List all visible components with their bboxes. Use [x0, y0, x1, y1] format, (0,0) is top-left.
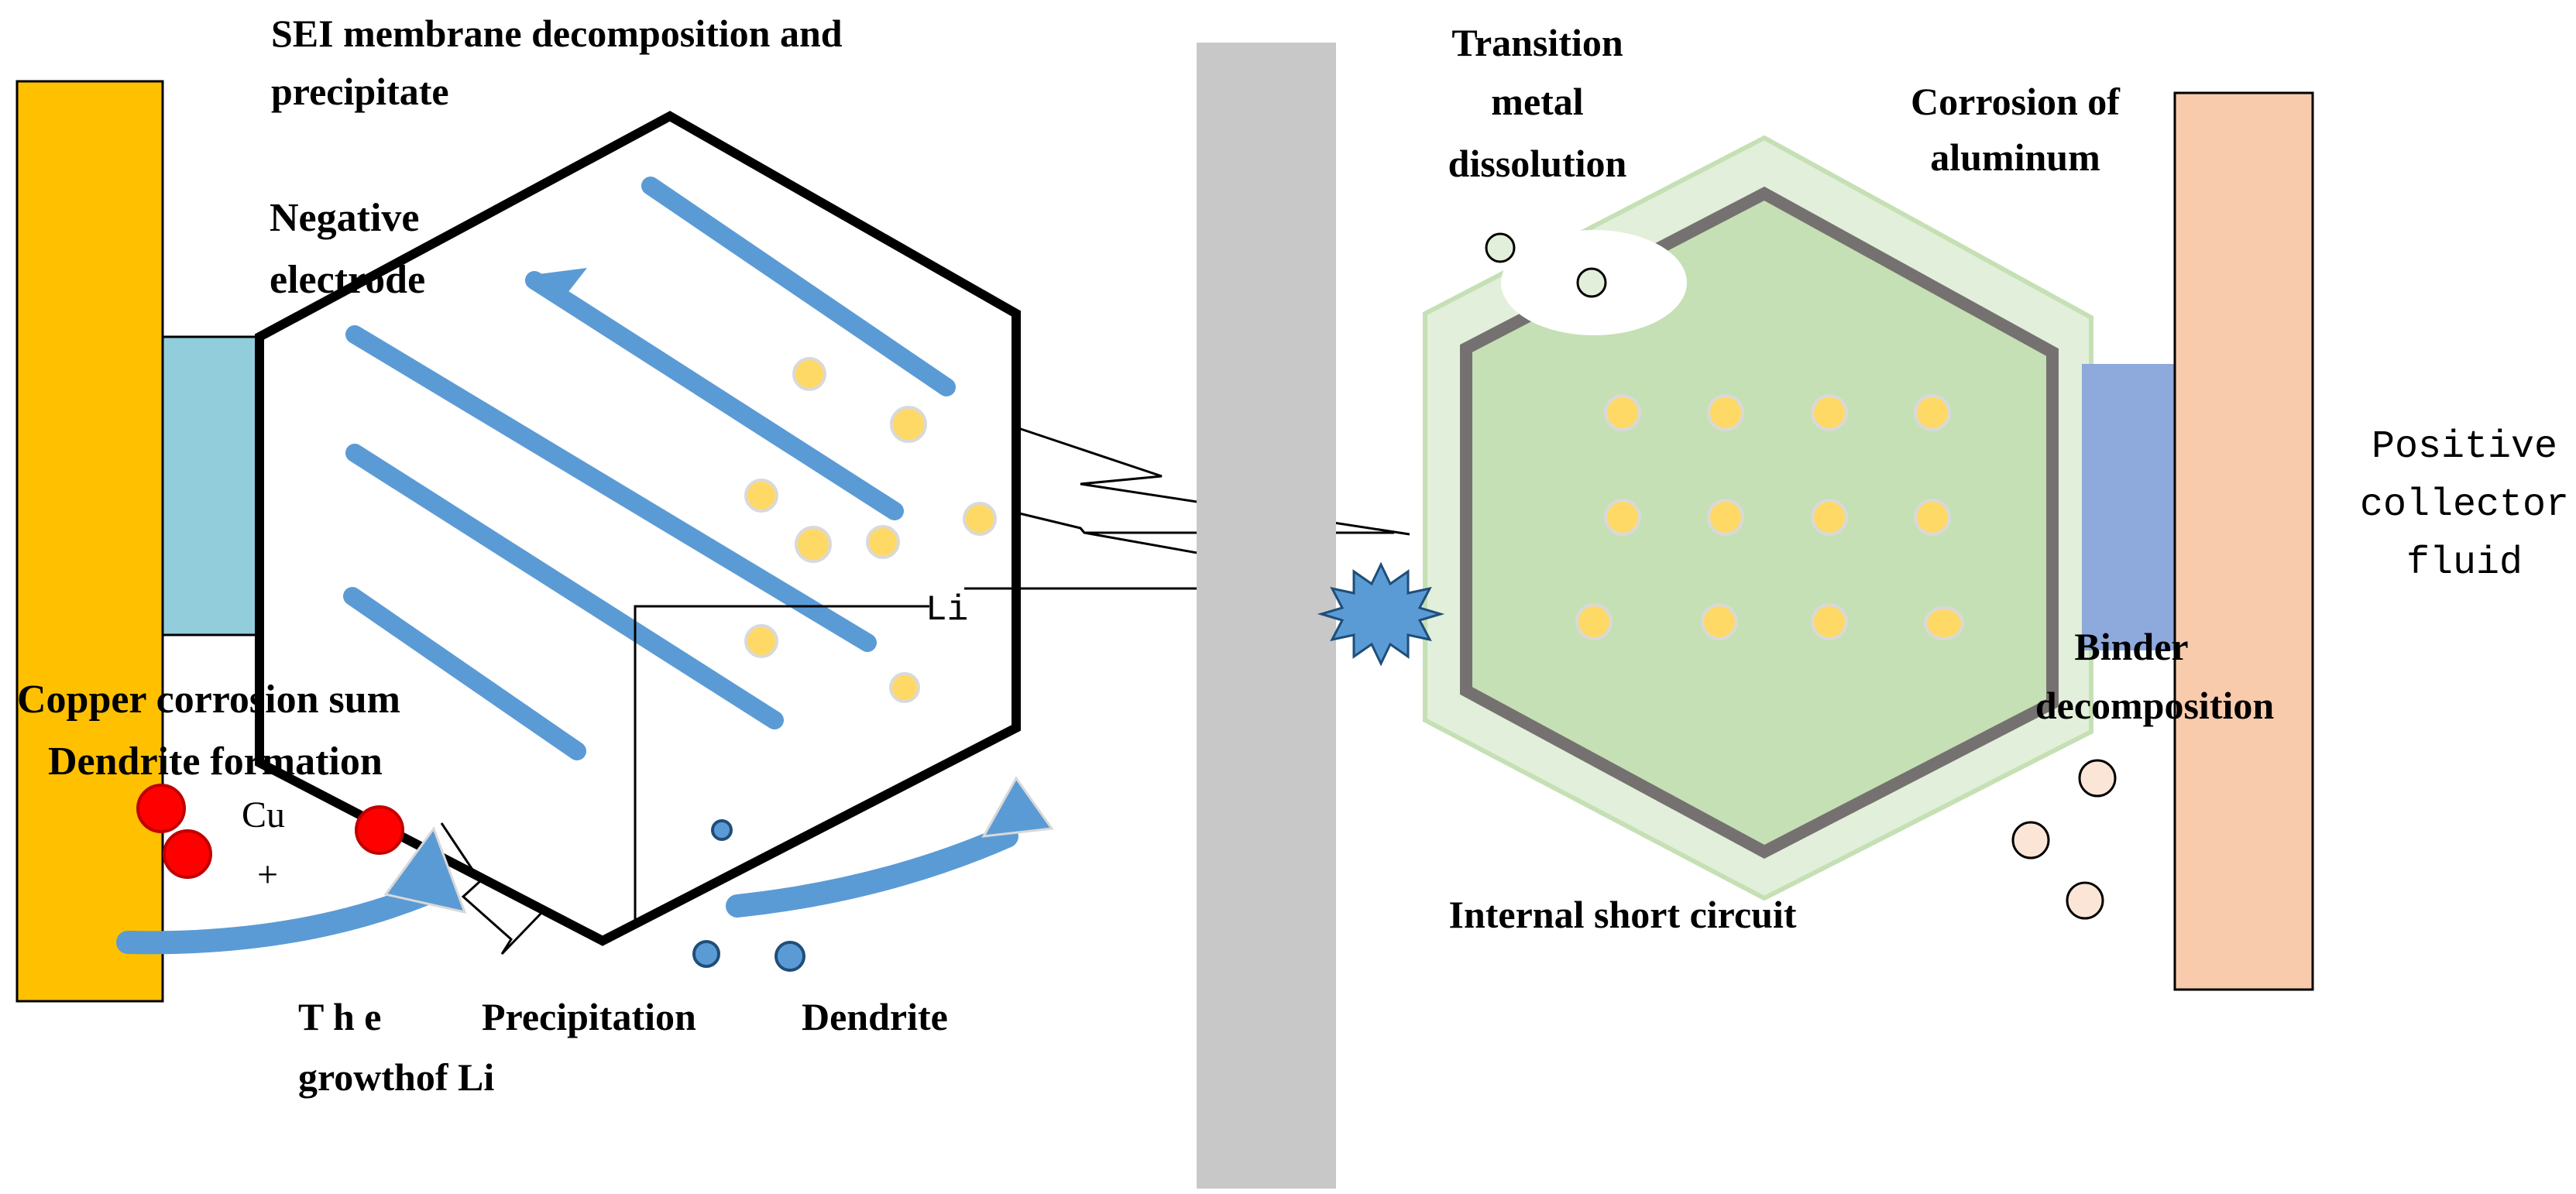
lithium-ion [1604, 394, 1641, 431]
binder-particles [2011, 759, 2117, 920]
lithium-ion [1707, 394, 1744, 431]
graphite-layer-tip [527, 268, 587, 304]
blue-ion [775, 941, 805, 972]
graphite-layer [345, 444, 784, 729]
dendrite-formation-label: Dendrite formation [48, 739, 383, 784]
copper-corrosion-label: Copper corrosion sum [17, 678, 400, 722]
graphite-layer [641, 177, 956, 396]
lithium-ions-anode [744, 357, 997, 703]
copper-ion [136, 784, 186, 833]
lithium-ion [1924, 606, 1964, 640]
positive-collector-label-line2: collector [2360, 483, 2569, 527]
lithium-ion [963, 502, 997, 536]
copper-collector [15, 80, 164, 1003]
lithium-ion [1914, 499, 1951, 536]
graphite-layer [343, 587, 586, 760]
copper-ions [136, 784, 404, 879]
graphite-layer [525, 271, 904, 520]
metal-ion [1576, 267, 1607, 298]
internal-short-label: Internal short circuit [1448, 893, 1796, 936]
lithium-ion [889, 672, 920, 703]
lithium-ions-cathode [1575, 394, 1964, 640]
dendrite-label: Dendrite [802, 995, 948, 1038]
lithium-ion [1811, 603, 1848, 640]
lithium-ion [1811, 499, 1848, 536]
growth-arrow-left [116, 825, 467, 955]
sei-label-line1: SEI membrane decomposition and [271, 12, 843, 55]
lithium-ion [792, 357, 826, 391]
transition-label-line1: Transition [1451, 21, 1623, 64]
positive-collector-label-line1: Positive [2372, 425, 2557, 469]
binder-label-line2: decomposition [2035, 684, 2275, 727]
lithium-ion [1707, 499, 1744, 536]
corrosion-al-label-line1: Corrosion of [1911, 80, 2121, 123]
curved-arrow-icon [981, 776, 1054, 838]
graphite-layers [343, 177, 956, 760]
negative-electrode-label-line2: electrode [270, 258, 425, 302]
transition-label-line3: dissolution [1448, 142, 1627, 185]
metal-ion [1485, 232, 1516, 263]
binder-label-line1: Binder [2074, 625, 2188, 668]
binder-particle [2078, 759, 2117, 798]
blue-ions [692, 819, 805, 972]
lithium-ion [866, 525, 900, 559]
cu-plus-label: + [257, 854, 278, 895]
lithium-ion [795, 526, 832, 563]
precipitation-label: Precipitation [482, 995, 696, 1038]
binder-particle [2066, 881, 2104, 920]
separator [1197, 43, 1336, 1189]
lithium-ion [1575, 603, 1613, 640]
cu-label: Cu [242, 794, 285, 835]
negative-electrode-hexagon [255, 111, 1021, 946]
li-label: Li [926, 590, 968, 630]
lithium-ion [1701, 603, 1738, 640]
lithium-ion [1811, 394, 1848, 431]
binder-particle [2011, 821, 2050, 859]
corrosion-al-label-line2: aluminum [1930, 136, 2100, 179]
curved-arrow-icon [383, 825, 467, 914]
graphite-layer [345, 325, 877, 652]
li-bracket-line [634, 605, 929, 920]
lithium-ion [1604, 499, 1641, 536]
positive-collector-label-line3: fluid [2406, 541, 2523, 585]
negative-connector [161, 335, 261, 636]
blue-ion [711, 819, 733, 841]
blue-ion [692, 940, 720, 968]
zigzag-lightning-icon [440, 822, 544, 956]
sei-label-line2: precipitate [271, 70, 449, 113]
lithium-ion [744, 624, 778, 658]
cathode-inner-hexagon [1460, 186, 2059, 859]
growth-label-line1: T h e [298, 995, 381, 1038]
copper-ion [355, 805, 404, 855]
growth-label-line2: growthof Li [298, 1055, 494, 1099]
negative-electrode-label-line1: Negative [270, 196, 419, 240]
lithium-ion [744, 479, 778, 513]
positive-connector [2082, 364, 2175, 650]
starburst-icon [1317, 561, 1445, 667]
lithium-ion [1914, 394, 1951, 431]
lithium-ion [890, 406, 927, 443]
copper-ion [163, 829, 212, 879]
positive-collector [2173, 91, 2314, 991]
growth-arrow-right [726, 776, 1054, 918]
transition-label-line2: metal [1491, 80, 1583, 123]
transition-metal-ions [1485, 232, 1607, 298]
